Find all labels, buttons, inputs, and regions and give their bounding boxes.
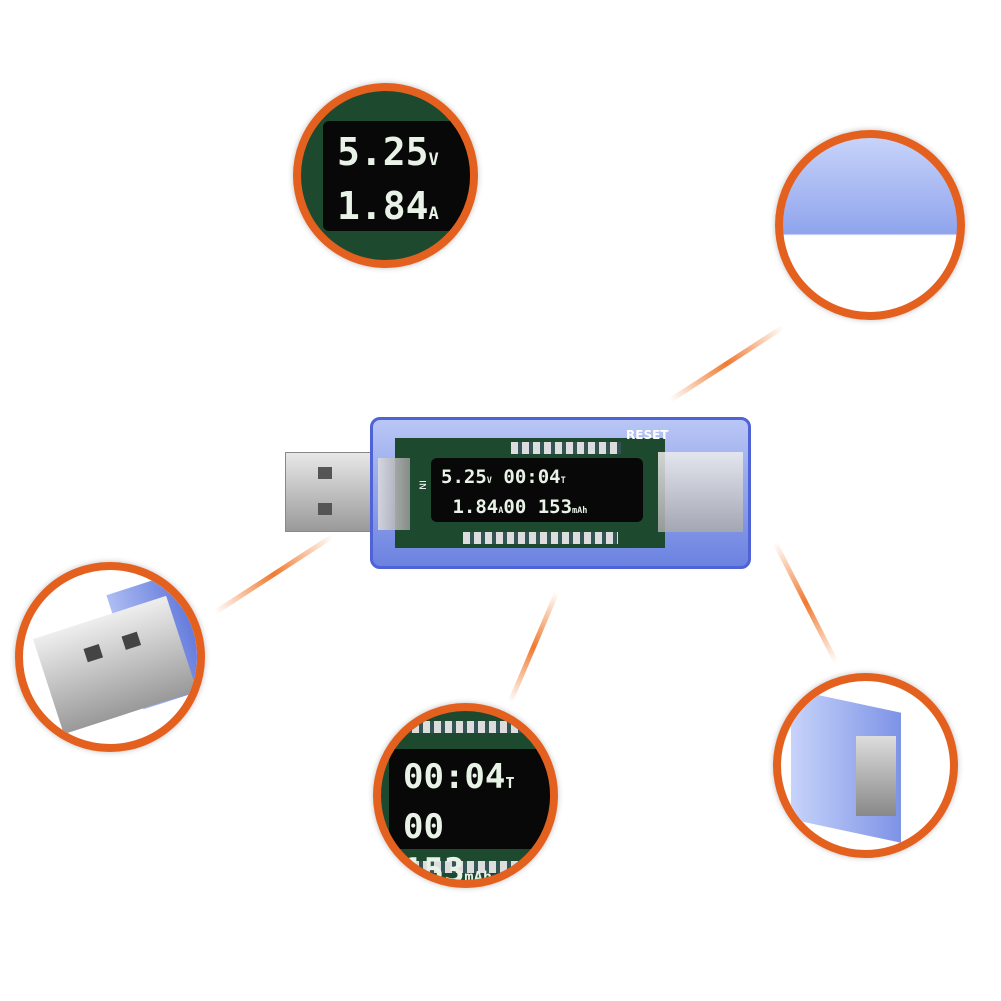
connector-line xyxy=(668,324,785,403)
lcd-screen: 5.25V 00:04T 1.84A00 153mAh xyxy=(431,458,643,522)
detail-shell-edge xyxy=(775,130,965,320)
usb-plug xyxy=(285,452,382,532)
time-value: 00:04 xyxy=(503,466,561,488)
detail-lcd-time-capacity: 00:04T 00 153mAh xyxy=(373,703,558,888)
connector-line xyxy=(507,591,560,704)
connector-line xyxy=(772,541,839,664)
usb-socket xyxy=(658,452,743,532)
input-label: IN xyxy=(416,480,427,490)
current-value: 1.84 xyxy=(452,496,499,518)
detail-usb-plug xyxy=(15,562,205,752)
usb-tester-body: RESET IN 5.25V 00:04T 1.84A00 153mAh xyxy=(370,417,751,569)
voltage-value: 5.25 xyxy=(441,466,487,488)
capacity-value: 00 153 xyxy=(503,496,573,518)
detail-lcd-voltage-current: 5.25V 1.84A xyxy=(293,83,478,268)
reset-label: RESET xyxy=(626,428,669,442)
connector-line xyxy=(213,534,334,615)
detail-usb-socket xyxy=(773,673,958,858)
usb-port-left xyxy=(378,458,410,530)
